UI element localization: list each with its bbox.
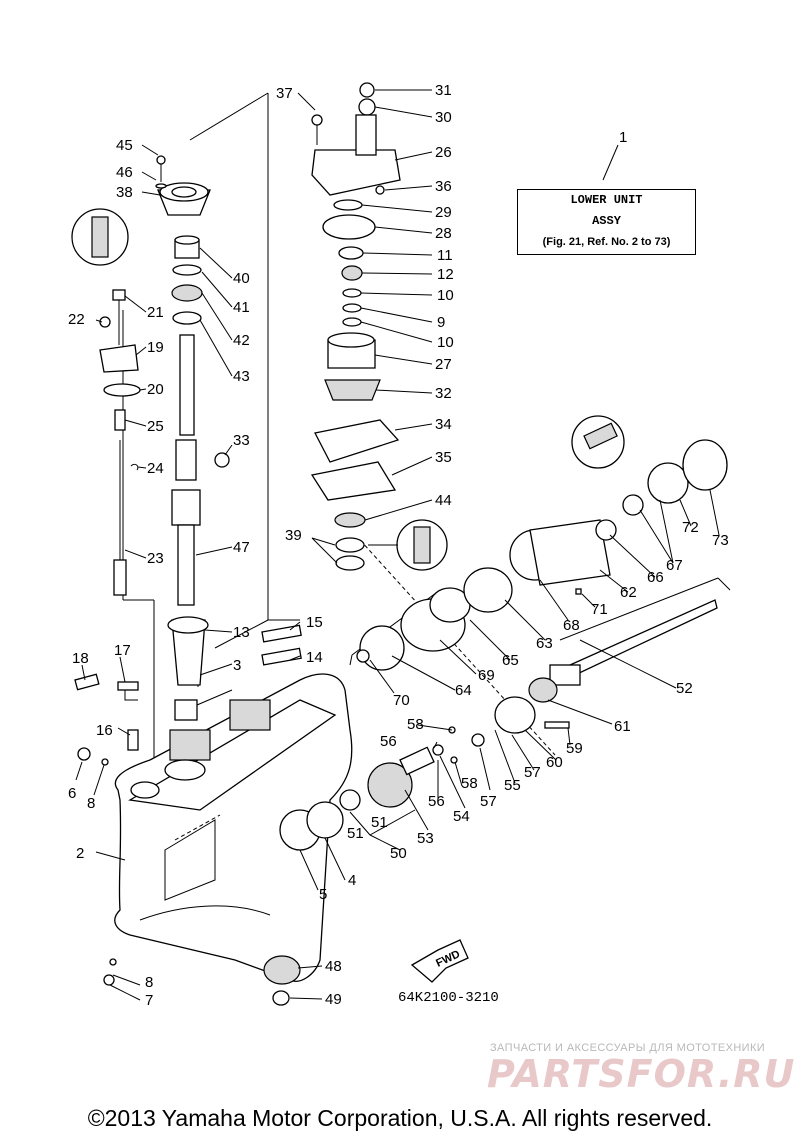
callout-10a: 10 [437, 287, 454, 304]
callout-46: 46 [116, 164, 133, 181]
callout-66: 66 [647, 569, 664, 586]
callout-42: 42 [233, 332, 250, 349]
callout-8a: 8 [87, 795, 95, 812]
callout-39: 39 [285, 527, 302, 544]
callout-13: 13 [233, 624, 250, 641]
callout-47: 47 [233, 539, 250, 556]
watermark-tagline: ЗАПЧАСТИ И АКСЕССУАРЫ ДЛЯ МОТОТЕХНИКИ [490, 1042, 766, 1054]
callout-56a: 56 [380, 733, 397, 750]
callout-65: 65 [502, 652, 519, 669]
callout-28: 28 [435, 225, 452, 242]
callout-56b: 56 [428, 793, 445, 810]
lower-unit-label-box: LOWER UNIT ASSY (Fig. 21, Ref. No. 2 to … [517, 189, 696, 255]
callout-12: 12 [437, 266, 454, 283]
callout-62: 62 [620, 584, 637, 601]
callout-68: 68 [563, 617, 580, 634]
lower-unit-casing [114, 673, 353, 982]
callout-30: 30 [435, 109, 452, 126]
callout-6: 6 [68, 785, 76, 802]
callout-21: 21 [147, 304, 164, 321]
callout-40: 40 [233, 270, 250, 287]
callout-53: 53 [417, 830, 434, 847]
callout-54: 54 [453, 808, 470, 825]
callout-17: 17 [114, 642, 131, 659]
drive-shaft-stack [155, 155, 302, 721]
callout-36: 36 [435, 178, 452, 195]
callout-50: 50 [390, 845, 407, 862]
callout-58a: 58 [407, 716, 424, 733]
callout-33: 33 [233, 432, 250, 449]
callout-72: 72 [682, 519, 699, 536]
callout-20: 20 [147, 381, 164, 398]
callout-32: 32 [435, 385, 452, 402]
callout-48: 48 [325, 958, 342, 975]
callout-19: 19 [147, 339, 164, 356]
label-line-2: ASSY [592, 214, 621, 228]
sealant-markers [71, 208, 625, 571]
diagram-part-code: 64K2100-3210 [398, 990, 499, 1006]
callout-10b: 10 [437, 334, 454, 351]
callout-31: 31 [435, 82, 452, 99]
callout-26: 26 [435, 144, 452, 161]
callout-59: 59 [566, 740, 583, 757]
callout-4: 4 [348, 872, 356, 889]
callout-16: 16 [96, 722, 113, 739]
callout-41: 41 [233, 299, 250, 316]
fwd-arrow: FWD [410, 939, 469, 983]
callout-45: 45 [116, 137, 133, 154]
callout-64: 64 [455, 682, 472, 699]
callout-29: 29 [435, 204, 452, 221]
callout-1: 1 [619, 129, 627, 146]
callout-52: 52 [676, 680, 693, 697]
callout-leaders [75, 89, 720, 1001]
callout-61: 61 [614, 718, 631, 735]
callout-22: 22 [68, 311, 85, 328]
callout-7: 7 [145, 992, 153, 1009]
water-pump-stack [310, 82, 401, 571]
callout-49: 49 [325, 991, 342, 1008]
callout-43: 43 [233, 368, 250, 385]
callout-58b: 58 [461, 775, 478, 792]
callout-24: 24 [147, 460, 164, 477]
callout-38: 38 [116, 184, 133, 201]
callout-5: 5 [319, 886, 327, 903]
watermark-logo: PARTSFOR.RU [487, 1052, 796, 1096]
callout-51b: 51 [371, 814, 388, 831]
callout-60: 60 [546, 754, 563, 771]
prop-shaft-housing [263, 439, 728, 1006]
callout-35: 35 [435, 449, 452, 466]
callout-27: 27 [435, 356, 452, 373]
callout-67: 67 [666, 557, 683, 574]
callout-69: 69 [478, 667, 495, 684]
callout-14: 14 [306, 649, 323, 666]
callout-9: 9 [437, 314, 445, 331]
callout-44: 44 [435, 492, 452, 509]
callout-51a: 51 [347, 825, 364, 842]
callout-3: 3 [233, 657, 241, 674]
callout-2: 2 [76, 845, 84, 862]
callout-37: 37 [276, 85, 293, 102]
callout-70: 70 [393, 692, 410, 709]
callout-71: 71 [591, 601, 608, 618]
callout-18: 18 [72, 650, 89, 667]
callout-63: 63 [536, 635, 553, 652]
callout-15: 15 [306, 614, 323, 631]
label-line-3: (Fig. 21, Ref. No. 2 to 73) [542, 236, 671, 248]
callout-25: 25 [147, 418, 164, 435]
callout-numbers: 1 2 3 4 5 6 7 8 8 9 10 10 11 12 13 14 15… [68, 82, 729, 1009]
label-line-1: LOWER UNIT [570, 193, 643, 207]
shift-rod-assembly [74, 289, 141, 986]
callout-34: 34 [435, 416, 452, 433]
callout-57b: 57 [524, 764, 541, 781]
callout-8b: 8 [145, 974, 153, 991]
callout-55: 55 [504, 777, 521, 794]
callout-73: 73 [712, 532, 729, 549]
copyright-notice: ©2013 Yamaha Motor Corporation, U.S.A. A… [87, 1105, 713, 1131]
callout-11: 11 [437, 247, 453, 264]
callout-23: 23 [147, 550, 164, 567]
callout-57a: 57 [480, 793, 497, 810]
